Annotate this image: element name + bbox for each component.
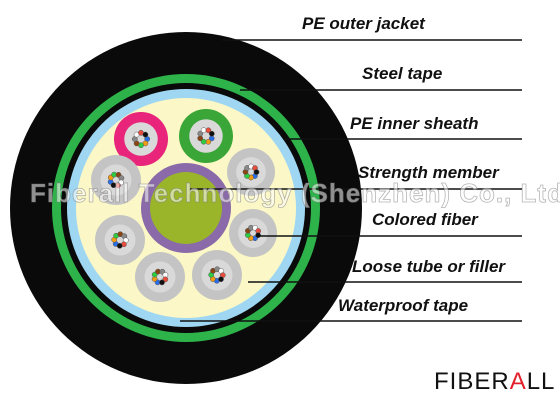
- loose-tube-label: Loose tube or filler: [352, 257, 506, 276]
- loose-tube: [114, 112, 168, 166]
- loose-tube: [227, 148, 275, 196]
- pe-inner-sheath-label: PE inner sheath: [350, 114, 479, 133]
- colored-fiber: [205, 138, 212, 145]
- loose-tube-gel: [100, 164, 132, 196]
- strength-member: [150, 172, 222, 244]
- waterproof-tape-label: Waterproof tape: [338, 296, 469, 315]
- colored-fiber: [218, 276, 224, 283]
- colored-fiber-label: Colored fiber: [372, 210, 478, 229]
- colored-fiber: [197, 130, 204, 137]
- colored-fiber: [255, 232, 261, 239]
- cable-cross-section: [10, 32, 362, 384]
- colored-fiber: [200, 127, 207, 134]
- loose-tube-gel: [238, 218, 268, 248]
- loose-tube: [95, 215, 145, 265]
- watermark-text: Fiberall Technology (Shenzhen) Co., Ltd: [30, 178, 560, 209]
- loose-tube-gel: [124, 122, 158, 156]
- loose-tube-gel: [104, 224, 136, 256]
- loose-tube-gel: [236, 157, 266, 187]
- fiberall-logo: FIBERALL: [434, 368, 556, 395]
- loose-tube: [135, 252, 185, 302]
- colored-fiber: [253, 169, 260, 175]
- colored-fiber: [110, 182, 117, 189]
- leader-lines: [180, 39, 522, 322]
- loose-tube: [179, 109, 233, 163]
- loose-tube-gel: [144, 261, 176, 293]
- loose-tube: [91, 155, 141, 205]
- colored-fiber: [205, 127, 212, 134]
- loose-tube-gel: [189, 119, 223, 153]
- colored-fiber: [159, 279, 165, 286]
- colored-fiber: [208, 130, 215, 137]
- strength-member-label: Strength member: [358, 163, 499, 182]
- colored-fiber: [197, 135, 204, 142]
- loose-tube: [192, 250, 242, 300]
- loose-tube-gel: [201, 259, 233, 291]
- pe-outer-jacket-label: PE outer jacket: [302, 14, 425, 33]
- colored-fiber: [200, 138, 207, 145]
- colored-fiber: [142, 131, 149, 138]
- steel-tape-label: Steel tape: [362, 64, 443, 83]
- loose-tube: [229, 209, 277, 257]
- colored-fiber: [116, 242, 123, 249]
